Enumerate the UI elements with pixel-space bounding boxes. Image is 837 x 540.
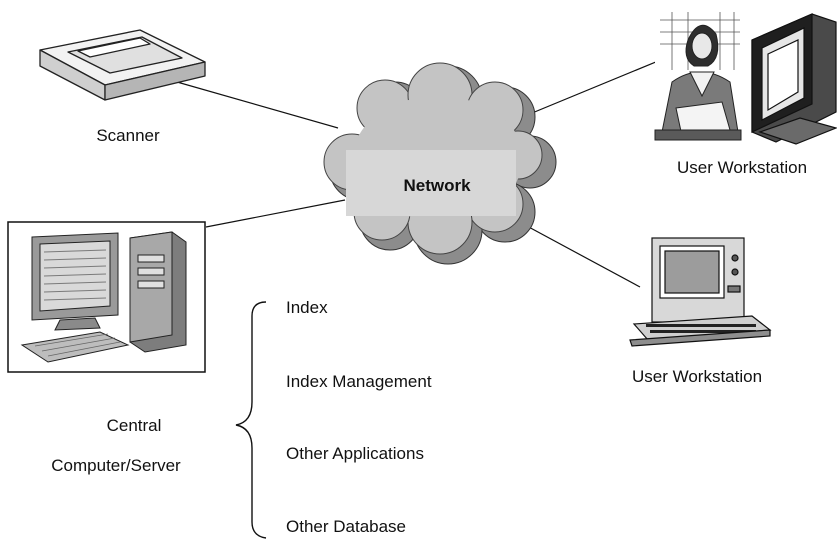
person-at-desk-icon xyxy=(654,12,742,142)
server-computer-icon xyxy=(7,221,206,373)
server-link xyxy=(205,199,346,228)
server-contents-item: Other Applications xyxy=(286,444,424,463)
workstation-top-link xyxy=(519,51,681,119)
connection-lines xyxy=(169,51,681,288)
server-contents-item: Index Management xyxy=(286,372,432,391)
crt-monitor-icon xyxy=(751,13,837,145)
network-label: Network xyxy=(403,176,471,195)
scanner-icon xyxy=(39,29,206,101)
workstation-bottom-label: User Workstation xyxy=(631,367,763,386)
server-contents-item: Index xyxy=(286,298,328,317)
scanner-link xyxy=(169,79,339,129)
workstation-top-label: User Workstation xyxy=(676,158,808,177)
server-contents-item: Other Database xyxy=(286,517,407,536)
workstation-bottom-link xyxy=(524,224,641,288)
workstation-computer-icon xyxy=(629,237,772,347)
server-label-line2: Computer/Server xyxy=(51,456,181,475)
network-cloud-icon xyxy=(323,62,557,265)
server-label-line1: Central xyxy=(106,416,162,435)
scanner-label: Scanner xyxy=(96,126,160,145)
server-contents-brace xyxy=(235,301,267,539)
network-label-box xyxy=(346,150,516,216)
